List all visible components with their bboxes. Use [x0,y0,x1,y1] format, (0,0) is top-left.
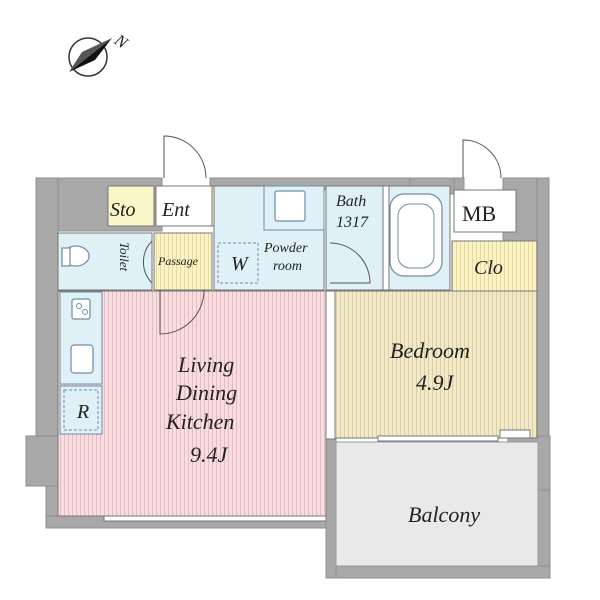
ldk-label-line4: 9.4J [190,442,229,467]
entrance-label: Ent [161,199,190,221]
compass-north-label: N [110,30,132,54]
bath-door-icon [329,242,371,284]
storage-label: Sto [110,199,136,221]
balcony-label: Balcony [408,502,480,527]
washer-label: W [231,253,250,275]
entrance-door-icon [163,135,207,179]
ldk-window [103,515,327,522]
bath-label-line1: Bath [336,193,366,210]
wall-left [35,177,59,437]
wall-right-upper [536,177,550,437]
doors [142,135,502,335]
powder-room-label-line2: room [273,259,302,274]
closet-area [451,240,538,292]
sink-icon [70,344,94,374]
ldk-label-line2: Dining [175,380,237,405]
passage-area [153,232,213,291]
toilet-door-icon [142,240,153,284]
washbasin-icon [274,190,306,222]
ldk-label-line3: Kitchen [165,409,234,434]
toilet-label: Toilet [117,242,132,272]
partition-wall-ldk-bedroom [325,290,336,440]
ldk-floor [57,290,327,517]
bath-wall [382,185,390,291]
closet-label: Clo [474,257,503,279]
refrigerator-label: R [76,401,89,423]
compass-needle-tail-icon [69,38,112,72]
stove-icon [71,298,91,320]
wall-balcony-bottom [325,565,551,579]
toilet-icon [61,245,90,267]
meter-box-area [453,189,517,233]
compass: N [68,30,133,77]
bath-label-line2: 1317 [336,214,369,231]
powder-room-label-line1: Powder [263,241,308,256]
bedroom-window [377,435,499,442]
bedroom-floor [334,290,538,439]
balcony-floor [335,441,539,567]
washer-space [217,242,259,284]
meter-box-label: MB [462,201,496,226]
entrance-area [155,185,213,227]
mb-door-icon [462,139,502,179]
bedroom-label-line1: Bedroom [390,338,470,363]
wall-balcony-left [325,437,337,579]
bedroom-label-line2: 4.9J [416,370,455,395]
passage-door-icon [159,289,205,335]
bathtub-inner [397,203,435,269]
bedroom-ac-slot [499,429,531,439]
ldk-label-line1: Living [177,352,234,377]
refrigerator-space [59,385,103,435]
wall-right-lower [537,489,551,571]
refrigerator-outline [63,389,99,431]
passage-label: Passage [157,254,199,268]
storage-area [107,185,155,227]
